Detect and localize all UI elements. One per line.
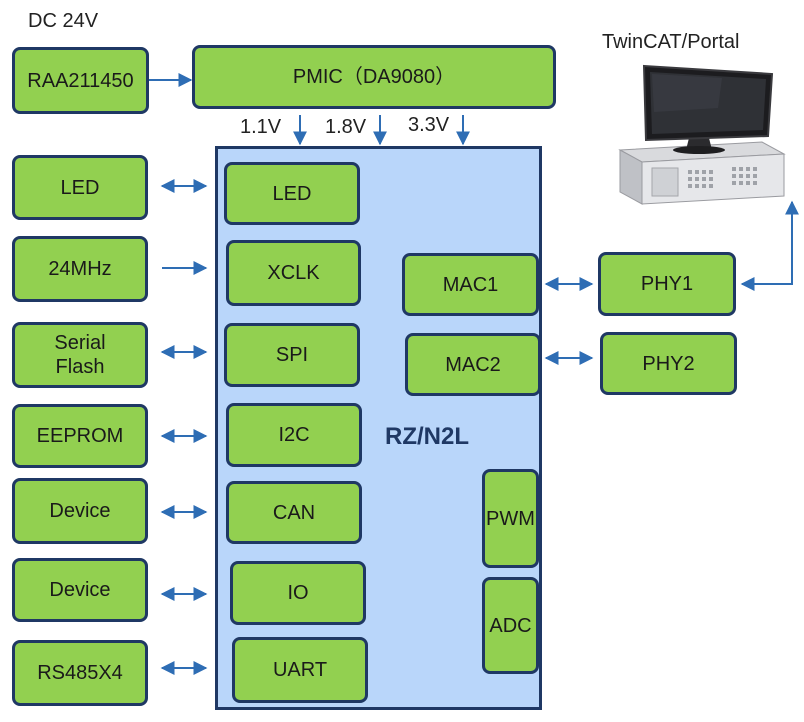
- peripheral-can: CAN: [226, 481, 362, 544]
- external-serial-flash: Serial Flash: [12, 322, 148, 388]
- regulator-block: RAA211450: [12, 47, 149, 114]
- industrial-pc-icon: [618, 64, 786, 205]
- external-clock: 24MHz: [12, 236, 148, 302]
- external-eeprom: EEPROM: [12, 404, 148, 468]
- peripheral-led: LED: [224, 162, 360, 225]
- power-source-label: DC 24V: [28, 10, 99, 32]
- mac1-block: MAC1: [402, 253, 539, 316]
- pc-label: TwinCAT/Portal: [602, 31, 740, 53]
- peripheral-i2c: I2C: [226, 403, 362, 467]
- adc-block: ADC: [482, 577, 539, 674]
- mac2-block: MAC2: [405, 333, 541, 396]
- external-device-1: Device: [12, 478, 148, 544]
- peripheral-xclk: XCLK: [226, 240, 361, 306]
- chip-name: RZ/N2L: [385, 423, 469, 450]
- peripheral-io: IO: [230, 561, 366, 625]
- pmic-block: PMIC（DA9080）: [192, 45, 556, 109]
- external-device-2: Device: [12, 558, 148, 622]
- external-rs485: RS485X4: [12, 640, 148, 706]
- external-led: LED: [12, 155, 148, 220]
- pwm-block: PWM: [482, 469, 539, 568]
- rail-3v3-label: 3.3V: [408, 114, 450, 136]
- rail-1v1-label: 1.1V: [240, 116, 282, 138]
- phy1-block: PHY1: [598, 252, 736, 316]
- rail-1v8-label: 1.8V: [325, 116, 367, 138]
- peripheral-spi: SPI: [224, 323, 360, 387]
- phy2-block: PHY2: [600, 332, 737, 395]
- peripheral-uart: UART: [232, 637, 368, 703]
- phy1-to-pc-arrow: [740, 200, 799, 291]
